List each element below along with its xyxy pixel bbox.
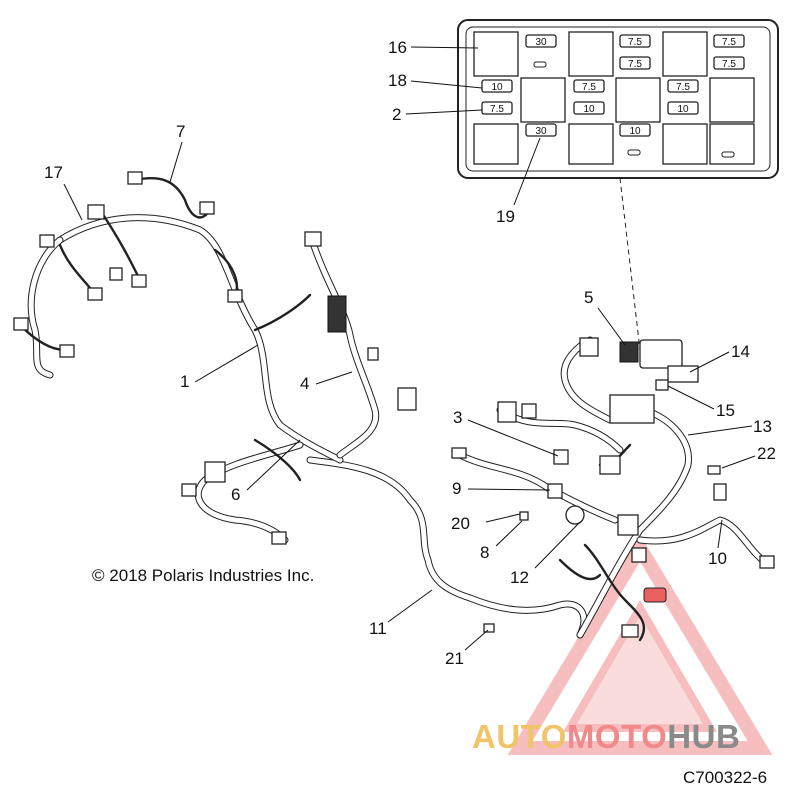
callout-6: 6 — [231, 485, 240, 504]
callout-9: 9 — [452, 479, 461, 498]
callout-labels: 1 2 3 4 5 6 7 8 9 10 11 12 13 14 15 16 1… — [44, 38, 776, 668]
copyright-notice: © 2018 Polaris Industries Inc. — [92, 566, 315, 585]
watermark-brand-part2: MOTO — [566, 718, 668, 755]
callout-16: 16 — [388, 38, 407, 57]
callout-10: 10 — [708, 549, 727, 568]
fuse-label: 7.5 — [676, 82, 690, 93]
fuse-label: 30 — [535, 37, 547, 48]
callout-12: 12 — [510, 568, 529, 587]
callout-5: 5 — [584, 288, 593, 307]
part-number: C700322-6 — [683, 768, 768, 787]
fuse-label: 7.5 — [628, 59, 642, 70]
watermark-brand-part1: AUTO — [472, 718, 567, 755]
callout-14: 14 — [731, 342, 750, 361]
callout-19: 19 — [496, 207, 515, 226]
watermark-brand-text: AUTOMOTOHUB — [472, 718, 740, 756]
fuse-label: 10 — [629, 126, 641, 137]
fuse-label: 7.5 — [722, 37, 736, 48]
fuse-box-inset: 30 7.5 7.5 7.5 7.5 10 7.5 7.5 10 10 7.5 … — [457, 19, 779, 179]
watermark-logo-triangle — [507, 534, 773, 755]
callout-13: 13 — [753, 417, 772, 436]
fuse-label: 7.5 — [582, 82, 596, 93]
callout-1: 1 — [180, 372, 189, 391]
callout-21: 21 — [445, 649, 464, 668]
detail-link-line — [619, 177, 641, 351]
fuse-label: 7.5 — [628, 37, 642, 48]
callout-3: 3 — [453, 408, 462, 427]
callout-18: 18 — [388, 71, 407, 90]
callout-22: 22 — [757, 444, 776, 463]
fuse-label: 10 — [491, 82, 503, 93]
fuse-label: 7.5 — [722, 59, 736, 70]
fuse-label: 30 — [535, 126, 547, 137]
callout-4: 4 — [300, 374, 309, 393]
watermark-brand-part3: HUB — [667, 718, 741, 755]
harness-connectors — [13, 171, 775, 638]
callout-7: 7 — [176, 122, 185, 141]
callout-15: 15 — [716, 401, 735, 420]
fuse-label: 10 — [583, 104, 595, 115]
fuse-label: 7.5 — [490, 104, 504, 115]
callout-20: 20 — [451, 514, 470, 533]
callout-17: 17 — [44, 163, 63, 182]
callout-2: 2 — [392, 105, 401, 124]
callout-8: 8 — [480, 543, 489, 562]
fuse-label: 10 — [677, 104, 689, 115]
callout-11: 11 — [369, 619, 387, 638]
